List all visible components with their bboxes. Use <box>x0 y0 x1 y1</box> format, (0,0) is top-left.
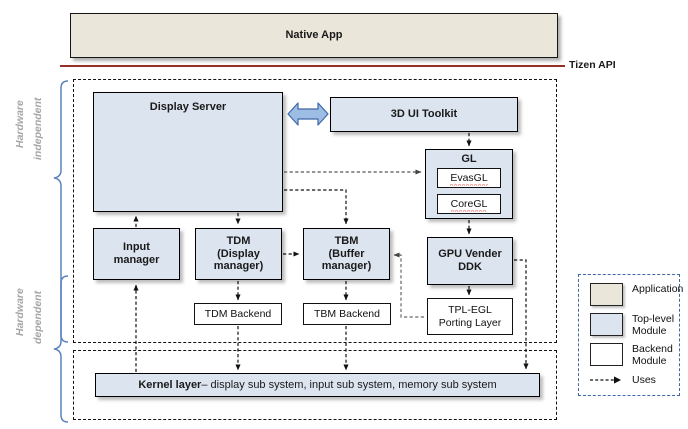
tizen-api-line <box>60 65 565 68</box>
brace-label-hardware-independent-2: independent <box>32 97 44 160</box>
tbm-backend-box: TBM Backend <box>303 303 391 325</box>
tbm-backend-label: TBM Backend <box>314 307 380 320</box>
legend-swatch-backend-module <box>590 343 623 366</box>
native-app-label: Native App <box>285 29 343 42</box>
tbm-label: TBM (Buffer manager) <box>321 234 372 273</box>
gl-label: GL <box>461 153 477 165</box>
tdm-backend-label: TDM Backend <box>204 307 272 320</box>
native-app-box: Native App <box>70 13 558 58</box>
tdm-box: TDM (Display manager) <box>195 228 282 280</box>
legend-item-top-level-module: Top-level Module <box>590 313 674 338</box>
brace-label-hardware-independent: Hardware <box>14 100 26 148</box>
hardware-dependent-zone <box>73 350 557 420</box>
gpu-vender-ddk-box: GPU Vender DDK <box>427 237 513 285</box>
coregl-label: CoreGL <box>450 197 488 213</box>
coregl-box: CoreGL <box>437 194 501 214</box>
legend-item-uses: Uses <box>590 374 656 386</box>
input-manager-box: Input manager <box>93 228 180 280</box>
evasgl-label: EvasGL <box>450 171 489 187</box>
legend-swatch-application <box>590 283 623 306</box>
evasgl-box: EvasGL <box>437 168 501 188</box>
gpu-vender-ddk-label: GPU Vender DDK <box>438 248 502 273</box>
tizen-api-label: Tizen API <box>569 59 616 71</box>
input-manager-label: Input manager <box>113 241 160 266</box>
legend-label-application: Application <box>632 283 684 295</box>
display-server-box: Display Server <box>93 92 283 212</box>
legend-swatch-uses-arrow <box>590 374 623 386</box>
legend-item-application: Application <box>590 283 683 306</box>
legend-label-backend-module: Backend Module <box>632 343 673 368</box>
brace-label-hardware-dependent: Hardware <box>14 288 26 336</box>
legend-item-backend-module: Backend Module <box>590 343 673 368</box>
ui-toolkit-label: 3D UI Toolkit <box>390 108 458 121</box>
legend-label-top-level-module: Top-level Module <box>632 313 675 338</box>
kernel-layer-title: Kernel layer <box>138 378 202 391</box>
tpl-egl-label: TPL-EGL Porting Layer <box>438 304 502 329</box>
hardware-independent-zone <box>73 79 557 343</box>
legend-label-uses: Uses <box>632 374 656 386</box>
tpl-egl-porting-layer-box: TPL-EGL Porting Layer <box>427 298 513 335</box>
ui-toolkit-box: 3D UI Toolkit <box>330 97 518 132</box>
brace-label-hardware-dependent-2: dependent <box>32 290 44 344</box>
tdm-label: TDM (Display manager) <box>213 234 264 273</box>
kernel-layer-box: Kernel layer – display sub system, input… <box>95 373 540 397</box>
legend-swatch-top-level-module <box>590 313 623 336</box>
display-server-label: Display Server <box>149 101 227 113</box>
kernel-layer-subtitle: – display sub system, input sub system, … <box>201 378 497 391</box>
tdm-backend-box: TDM Backend <box>194 303 282 325</box>
tbm-box: TBM (Buffer manager) <box>303 228 390 280</box>
